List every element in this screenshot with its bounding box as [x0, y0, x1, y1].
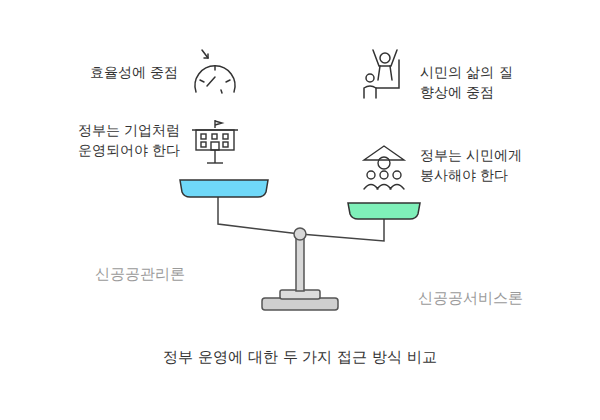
person-icon [364, 50, 399, 98]
focus-note: 시민의 삶의 질 향상에 중점 [420, 62, 542, 102]
principle-note: 정부는 기업처럼 운영되어야 한다 [58, 120, 180, 160]
theory-label: 신공공서비스론 [390, 288, 550, 308]
building-icon [192, 120, 238, 163]
scale [180, 180, 420, 310]
principle-note: 정부는 시민에게 봉사해야 한다 [420, 145, 542, 185]
crowd-icon [364, 146, 404, 189]
gauge-icon [195, 50, 235, 93]
caption: 정부 운영에 대한 두 가지 접근 방식 비교 [60, 347, 540, 367]
focus-note: 효율성에 중점 [40, 62, 178, 82]
theory-label: 신공공관리론 [60, 264, 220, 284]
